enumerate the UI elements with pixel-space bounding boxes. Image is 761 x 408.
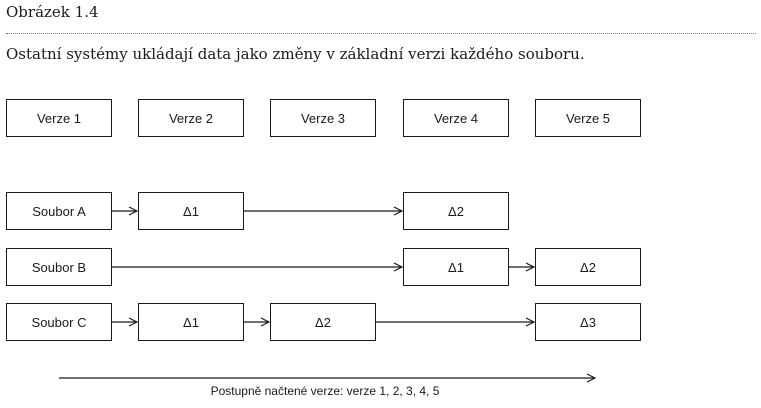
delta-box-c-2: Δ1 (138, 303, 244, 341)
delta-box-c-3: Δ2 (270, 303, 376, 341)
version-box-4: Verze 4 (403, 99, 509, 137)
version-box-3: Verze 3 (270, 99, 376, 137)
file-box-a: Soubor A (6, 192, 112, 230)
file-box-b: Soubor B (6, 248, 112, 286)
figure-label: Obrázek 1.4 (6, 3, 99, 21)
delta-box-a-2: Δ1 (138, 192, 244, 230)
figure-caption: Ostatní systémy ukládají data jako změny… (6, 45, 585, 63)
version-box-1: Verze 1 (6, 99, 112, 137)
delta-box-c-5: Δ3 (535, 303, 641, 341)
delta-box-a-4: Δ2 (403, 192, 509, 230)
timeline-label: Postupně načtené verze: verze 1, 2, 3, 4… (210, 384, 440, 398)
file-box-c: Soubor C (6, 303, 112, 341)
delta-box-b-4: Δ1 (403, 248, 509, 286)
version-box-2: Verze 2 (138, 99, 244, 137)
version-box-5: Verze 5 (535, 99, 641, 137)
delta-box-b-5: Δ2 (535, 248, 641, 286)
dotted-divider (6, 33, 756, 34)
